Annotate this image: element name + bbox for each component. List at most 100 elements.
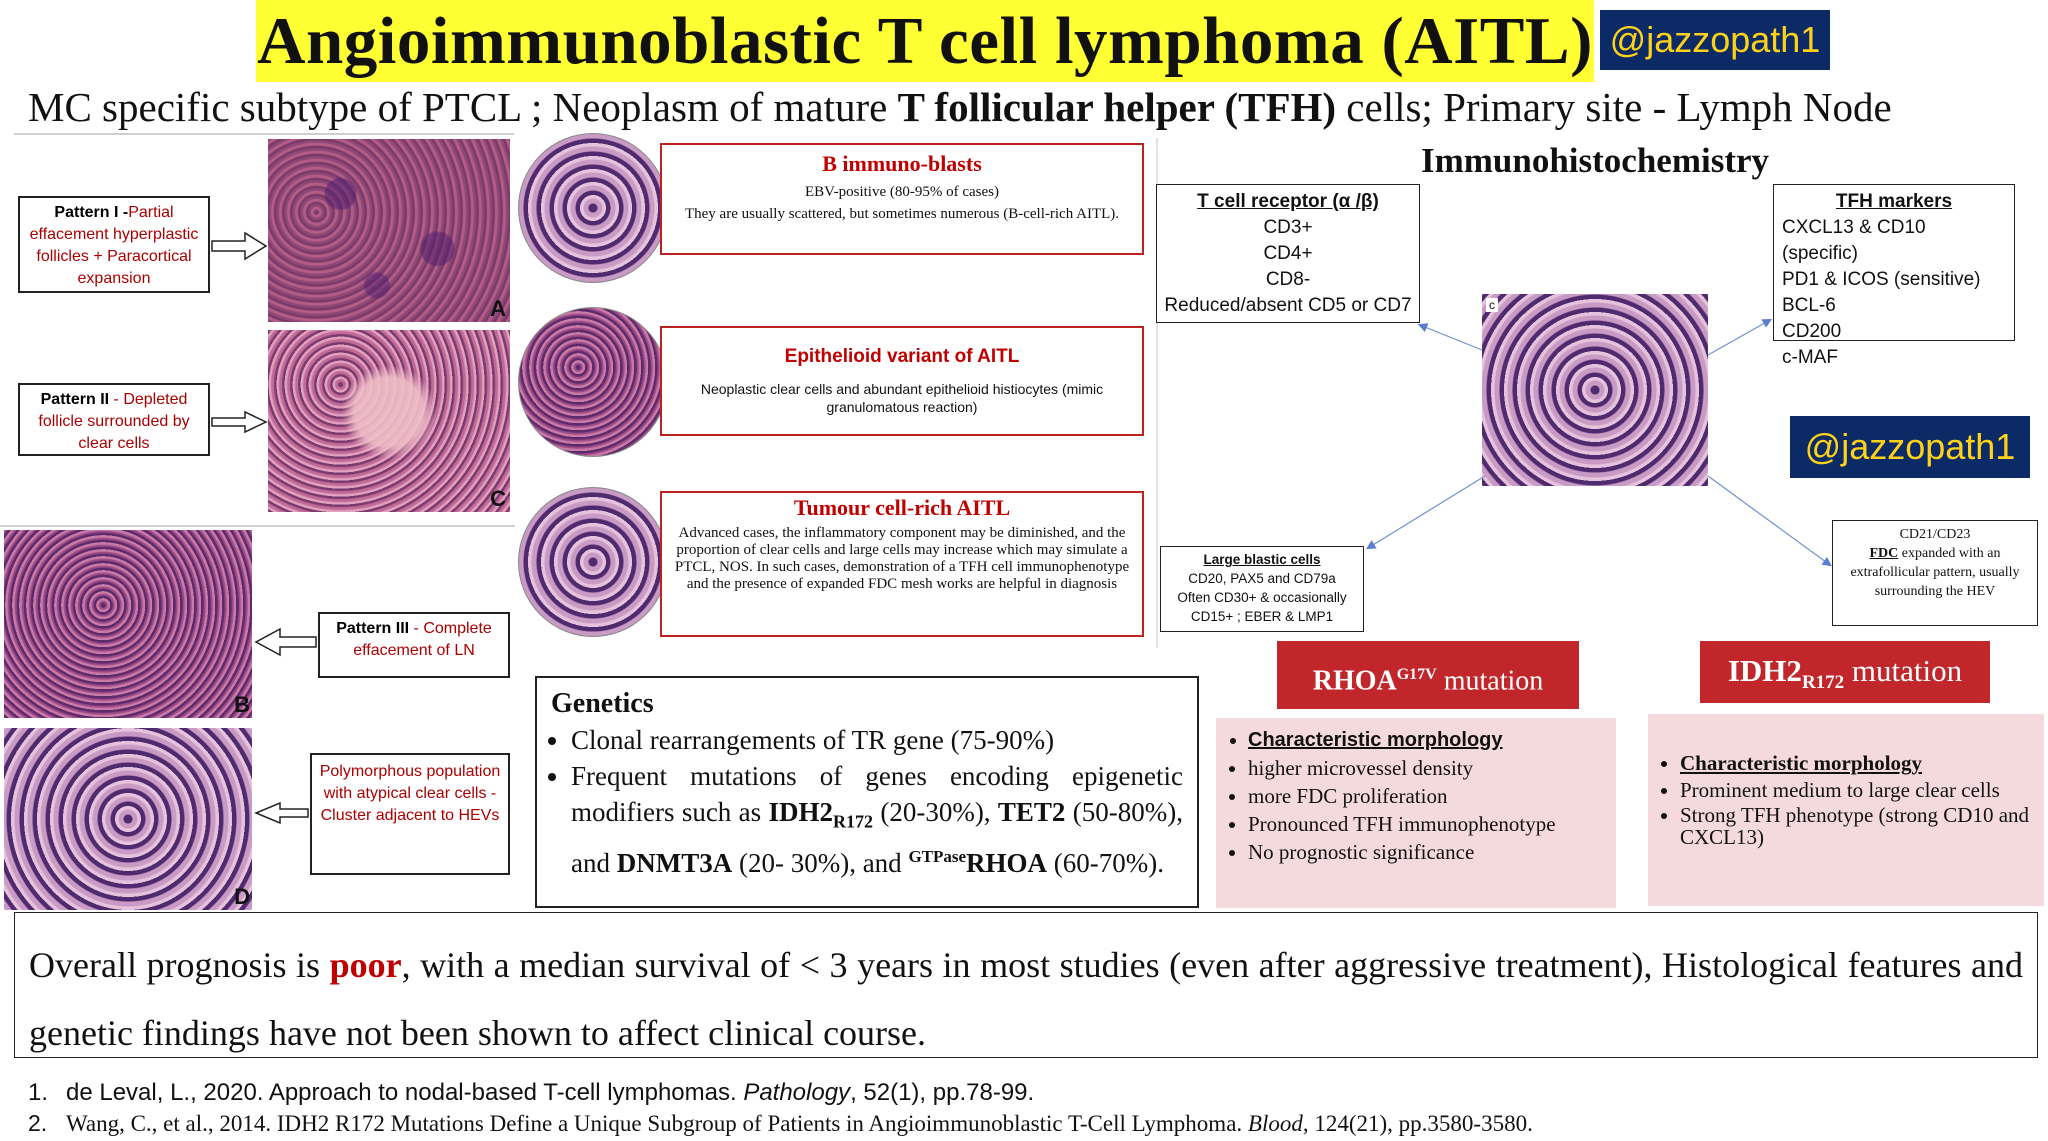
immunoblasts-line2: They are usually scattered, but sometime… [684,206,1120,222]
rhoa-item: Pronounced TFH immunophenotype [1248,810,1604,838]
pattern-arrows [211,231,317,825]
tcr-item: CD8- [1265,269,1311,290]
arrow-right-icon [211,410,268,434]
genetics-title: Genetics [551,688,654,719]
rhoa-sup: G17V [1396,666,1437,683]
immunoblasts-box: B immuno-blasts EBV-positive (80-95% of … [660,143,1144,255]
fdc-line2: expanded with an extrafollicular pattern… [1850,546,2020,599]
reference-number: 2. [28,1110,48,1136]
handle-badge-top: @jazzopath1 [1600,10,1830,70]
genetics-text: (60-70%). [1047,848,1165,879]
genetics-bullet: Frequent mutations of genes encoding epi… [571,758,1183,881]
subtitle-part1: MC specific subtype of PTCL ; Neoplasm o… [28,84,898,130]
arrow-left-icon [254,627,317,657]
reference-1: 1. de Leval, L., 2020. Approach to nodal-… [28,1078,2038,1108]
immunoblasts-heading: B immuno-blasts [822,151,982,176]
reference-2: 2. Wang, C., et al., 2014. IDH2 R172 Muta… [28,1108,2038,1138]
idh2-heading: IDH2R172 mutation [1700,641,1990,703]
rhoa-item: more FDC proliferation [1248,782,1604,810]
tfh-box: TFH markers CXCL13 & CD10 (specific) PD1… [1773,184,2015,368]
genetics-sup: GTPase [908,847,967,867]
rhoa-suffix: mutation [1436,665,1544,697]
tcr-box: T cell receptor (α /β) CD3+ CD4+ CD8- Re… [1156,184,1420,323]
rhoa-name: RHOA [1312,665,1397,697]
reference-text: , 124(21), pp.3580-3580. [1302,1111,1533,1136]
prognosis-text: Overall prognosis is [29,945,330,985]
histology-image-c: C [268,330,510,512]
tfh-item: BCL-6 [1782,295,1836,316]
pattern-4-box: Polymorphous population with atypical cl… [310,753,510,875]
ihc-center-image: c [1482,294,1708,486]
idh2-morph-heading: Characteristic morphology [1680,750,2032,777]
large-blastic-line: CD20, PAX5 and CD79a [1188,571,1336,586]
reference-text: Wang, C., et al., 2014. IDH2 R172 Mutati… [66,1111,1248,1136]
divider [14,133,514,135]
immunoblasts-line1: EBV-positive (80-95% of cases) [805,184,999,200]
pattern-1-box: Pattern I -Partial effacement hyperplast… [18,196,210,293]
pattern-3-lead: Pattern III [336,620,410,637]
prognosis-poor: poor [329,945,402,985]
tfh-item: c-MAF [1782,347,1838,368]
prognosis-text: , with a median survival of < 3 years in… [29,945,2024,1053]
tumour-rich-image [518,487,668,637]
divider [0,525,515,527]
tcr-title: T cell receptor (α /β) [1197,191,1379,212]
reference-text: , 52(1), pp.78-99. [850,1079,1035,1106]
tfh-item: CXCL13 & CD10 (specific) [1782,217,1926,264]
genetics-sub: R172 [833,811,873,832]
histology-image-d: D [4,728,252,910]
genetics-gene: RHOA [966,848,1048,879]
fdc-label: FDC [1869,546,1899,561]
reference-number: 1. [28,1079,49,1106]
large-blastic-title: Large blastic cells [1203,552,1321,567]
tcr-item: CD4+ [1263,243,1313,264]
epithelioid-heading: Epithelioid variant of AITL [784,346,1020,367]
idh2-suffix: mutation [1844,653,1963,688]
rhoa-body: Characteristic morphology higher microve… [1216,718,1616,908]
epithelioid-text: Neoplastic clear cells and abundant epit… [700,381,1104,415]
idh2-body: Characteristic morphology Prominent medi… [1648,714,2044,906]
panel-letter: B [234,692,250,717]
idh2-item: Strong TFH phenotype (strong CD10 and CX… [1680,804,2032,848]
subtitle: MC specific subtype of PTCL ; Neoplasm o… [28,82,2028,132]
tfh-item: PD1 & ICOS (sensitive) [1782,269,1981,290]
subtitle-part2: cells; Primary site - Lymph Node [1336,84,1892,130]
genetics-text: (50-80%), and [571,797,1183,879]
pattern-3-text: - Complete effacement of LN [353,620,492,659]
genetics-gene: DNMT3A [616,848,733,879]
genetics-bullet: Clonal rearrangements of TR gene (75-90%… [571,722,1183,758]
rhoa-item: higher microvessel density [1248,754,1604,782]
arrow-left-icon [254,801,309,825]
genetics-text: (20- 30%), and [732,848,909,879]
rhoa-heading: RHOAG17V mutation [1277,641,1579,709]
pattern-1-text: Partial effacement hyperplastic follicle… [29,204,199,287]
idh2-item: Prominent medium to large clear cells [1680,777,2032,804]
prognosis-box: Overall prognosis is poor, with a median… [14,912,2038,1058]
tumour-rich-heading: Tumour cell-rich AITL [793,495,1011,520]
idh2-sub: R172 [1801,672,1845,694]
tfh-title: TFH markers [1835,191,1953,212]
fdc-box: CD21/CD23 FDC expanded with an extrafoll… [1832,520,2038,626]
handle-badge-mid: @jazzopath1 [1790,416,2030,478]
divider [1156,138,1158,648]
pattern-2-lead: Pattern II [40,391,110,408]
panel-letter: C [490,486,506,511]
large-blastic-line: CD15+ ; EBER & LMP1 [1190,609,1334,624]
tcr-item: CD3+ [1263,217,1313,238]
reference-text: de Leval, L., 2020. Approach to nodal-ba… [66,1079,744,1106]
genetics-text: (20-30%), [873,797,998,827]
pattern-1-lead: Pattern I - [54,204,129,221]
genetics-gene: TET2 [997,797,1066,827]
pattern-3-box: Pattern III - Complete effacement of LN [318,612,510,678]
panel-letter: D [234,884,250,909]
epithelioid-box: Epithelioid variant of AITL Neoplastic c… [660,326,1144,436]
rhoa-morph-heading: Characteristic morphology [1248,726,1604,754]
subtitle-bold: T follicular helper (TFH) [897,84,1337,130]
large-blastic-line: Often CD30+ & occasionally [1177,590,1347,605]
image-label: c [1486,298,1498,312]
fdc-line1: CD21/CD23 [1899,527,1971,542]
epithelioid-image [518,307,668,457]
panel-letter: A [490,296,506,321]
pattern-2-text: - Depleted follicle surrounded by clear … [38,391,190,452]
rhoa-item: No prognostic significance [1248,838,1604,866]
